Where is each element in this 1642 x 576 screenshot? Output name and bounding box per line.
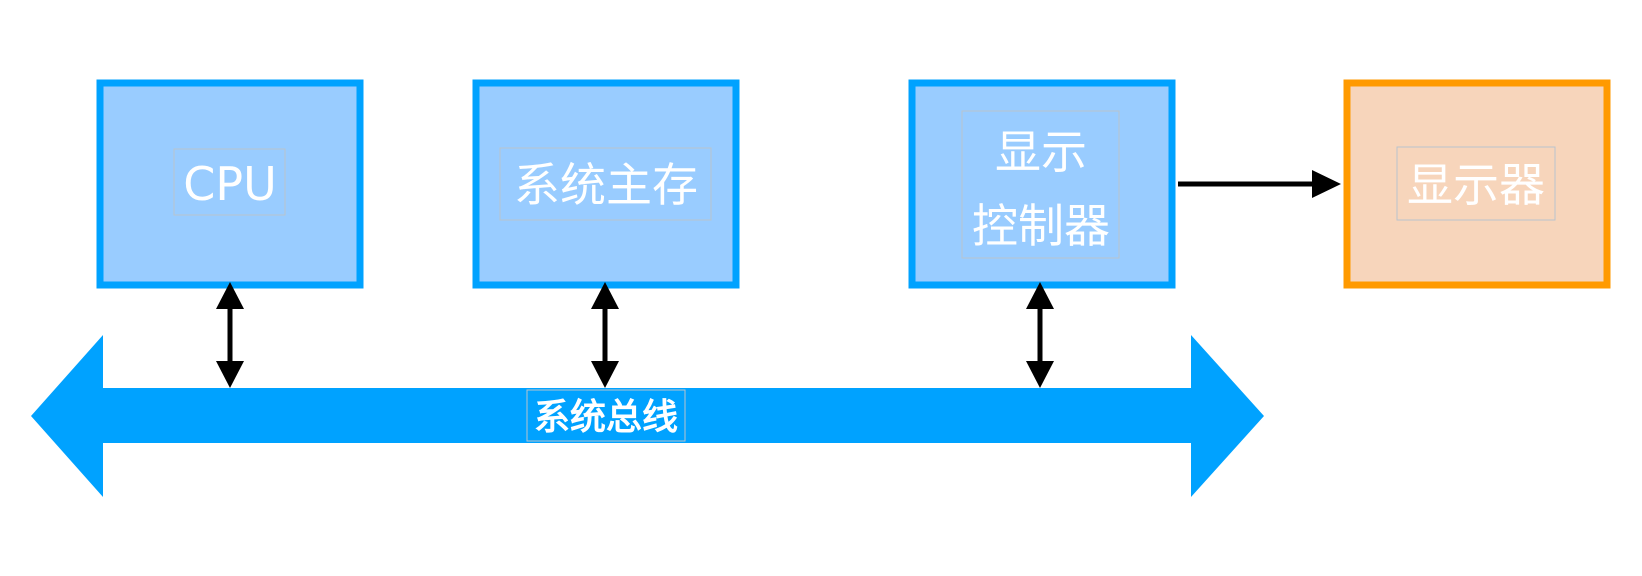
cpu-bus-double-arrow: [216, 282, 244, 388]
display-controller-label-line-2: 控制器: [972, 199, 1110, 253]
display-controller-label-frame: [961, 110, 1120, 259]
cpu-label: CPU: [183, 157, 277, 211]
display-controller-label-line-1: 显示: [995, 125, 1087, 179]
display-label: 显示器: [1407, 158, 1545, 212]
cpu-label-frame: [173, 148, 286, 216]
display-label-frame: [1396, 146, 1556, 221]
memory-label-frame: [499, 147, 712, 221]
display-controller-box: [908, 79, 1176, 289]
memory-box: [472, 79, 740, 289]
controller-bus-double-arrow: [1026, 282, 1054, 388]
bus-label: 系统总线: [534, 397, 678, 438]
memory-label: 系统主存: [514, 158, 698, 212]
display-box: [1343, 79, 1611, 289]
bus-label-frame: [526, 389, 686, 442]
cpu-box: [96, 79, 364, 289]
memory-bus-double-arrow: [591, 282, 619, 388]
controller-to-display-arrow: [1178, 170, 1341, 198]
system-bus-arrow: [31, 335, 1264, 497]
